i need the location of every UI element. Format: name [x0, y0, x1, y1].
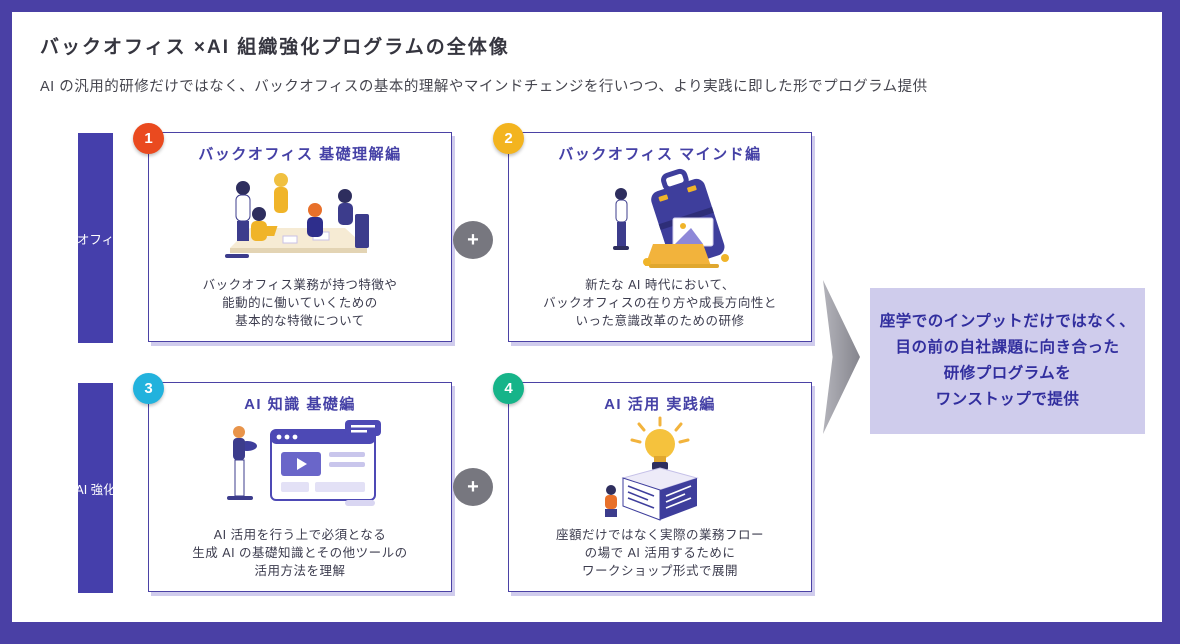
category-bar-label: AI 強化	[75, 482, 116, 497]
card-title: バックオフィス 基礎理解編	[198, 146, 402, 163]
lightbulb-box-illustration	[509, 414, 811, 526]
category-bar-backoffice: オフィ	[76, 133, 115, 343]
page-title: バックオフィス ×AI 組織強化プログラムの全体像	[40, 37, 510, 58]
page-subtitle: AI の汎用的研修だけではなく、バックオフィスの基本的理解やマインドチェンジを行…	[40, 79, 928, 95]
card-description: AI 活用を行う上で必須となる 生成 AI の基礎知識とその他ツールの 活用方法…	[192, 528, 408, 579]
program-card-1: 1 バックオフィス 基礎理解編	[133, 123, 452, 342]
card-title: AI 活用 実践編	[604, 396, 716, 413]
result-text: 座学でのインプットだけではなく、 目の前の自社課題に向き合った 研修プログラムを…	[879, 313, 1136, 408]
program-card-2: 2 バックオフィス マインド編	[493, 123, 812, 342]
category-bar-label: オフィ	[76, 232, 115, 247]
card-title: バックオフィス マインド編	[558, 146, 762, 163]
program-card-3: 3 AI 知識 基礎編	[133, 373, 452, 592]
step-number-badge: 4	[493, 373, 524, 404]
team-meeting-illustration	[149, 164, 451, 276]
plus-icon: +	[453, 468, 493, 506]
step-number-badge: 2	[493, 123, 524, 154]
slide-content: バックオフィス ×AI 組織強化プログラムの全体像 AI の汎用的研修だけではな…	[12, 12, 1162, 622]
step-number-badge: 1	[133, 123, 164, 154]
briefcase-illustration	[509, 164, 811, 276]
right-arrow-icon	[823, 280, 860, 434]
card-description: 新たな AI 時代において、 バックオフィスの在り方や成長方向性と いった意識改…	[543, 278, 777, 329]
program-card-4: 4 AI 活用 実践編	[493, 373, 812, 592]
card-description: バックオフィス業務が持つ特徴や 能動的に働いていくための 基本的な特徴について	[202, 278, 398, 329]
result-box: 座学でのインプットだけではなく、 目の前の自社課題に向き合った 研修プログラムを…	[870, 288, 1145, 434]
category-bar-ai: AI 強化	[75, 383, 116, 593]
ai-dashboard-illustration	[149, 414, 451, 526]
card-title: AI 知識 基礎編	[244, 396, 356, 413]
card-description: 座額だけではなく実際の業務フロー の場で AI 活用するために ワークショップ形…	[555, 528, 764, 579]
plus-icon: +	[453, 221, 493, 259]
step-number-badge: 3	[133, 373, 164, 404]
